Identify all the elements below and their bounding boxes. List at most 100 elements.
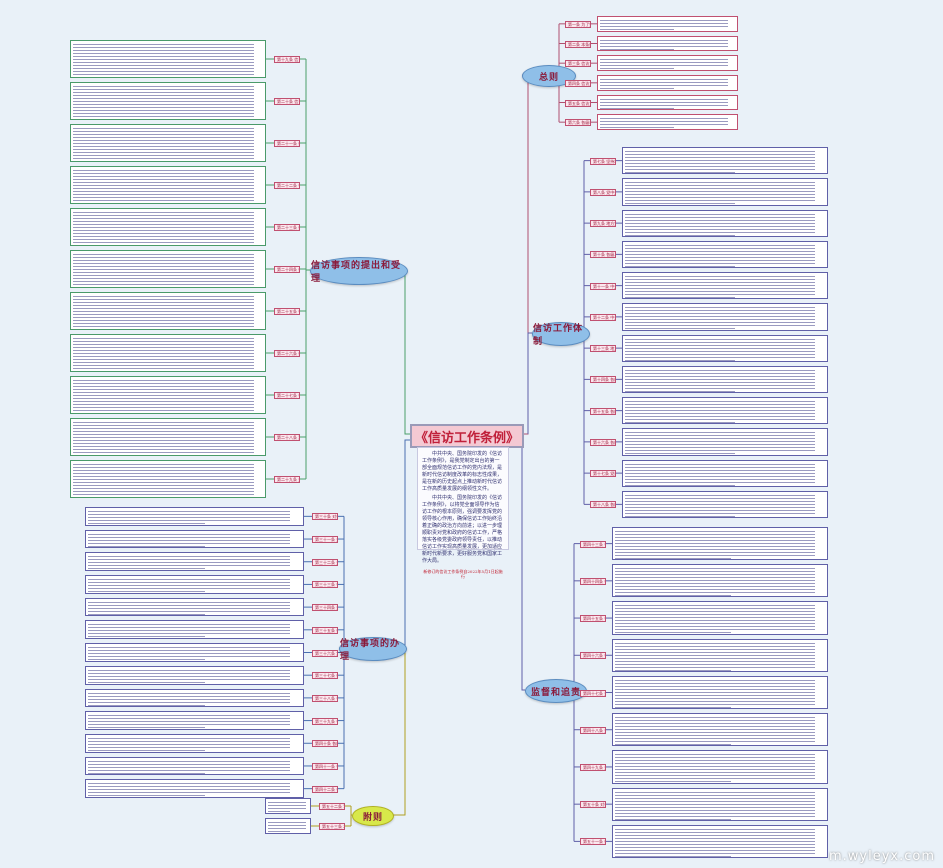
leaf-box bbox=[612, 824, 828, 858]
text-line bbox=[625, 347, 815, 349]
leaf-box bbox=[70, 376, 266, 414]
text-line bbox=[73, 236, 254, 237]
text-line bbox=[73, 317, 254, 318]
text-line bbox=[73, 320, 254, 321]
text-line bbox=[73, 113, 254, 114]
text-line bbox=[73, 155, 254, 156]
text-line bbox=[625, 441, 815, 443]
text-line bbox=[88, 698, 291, 700]
branch-node-handling[interactable]: 信访事项的办理 bbox=[339, 637, 407, 662]
leaf-tag: 第十七条 党委和政府信访部门以外的其他机关、单位 bbox=[590, 470, 616, 478]
text-line bbox=[73, 281, 254, 282]
text-line bbox=[73, 311, 254, 312]
text-line bbox=[615, 571, 815, 573]
text-line bbox=[615, 660, 815, 662]
text-line bbox=[73, 470, 254, 471]
text-line bbox=[73, 482, 254, 483]
text-line bbox=[73, 227, 254, 228]
text-line bbox=[615, 831, 815, 833]
text-line bbox=[73, 272, 254, 273]
text-line bbox=[615, 840, 815, 842]
leaf-tag: 第五十二条 军队信访工作按照中央军事委员会有关规定执行 bbox=[319, 803, 345, 810]
leaf-box bbox=[70, 82, 266, 120]
text-line bbox=[73, 56, 254, 57]
text-line bbox=[88, 789, 291, 791]
leaf-box bbox=[597, 55, 738, 71]
text-line bbox=[625, 475, 815, 477]
text-line bbox=[73, 350, 254, 351]
central-title: 《信访工作条例》 bbox=[410, 424, 524, 448]
leaf-tag: 第三条 信访工作是党的群众工作的重要组成部分 bbox=[565, 60, 591, 68]
text-line bbox=[625, 438, 815, 440]
text-line bbox=[88, 701, 291, 703]
leaf-tag: 第十一条 中央信访工作联席会议 bbox=[590, 282, 616, 290]
text-line bbox=[615, 617, 815, 619]
branch-node-supervision[interactable]: 监督和追责 bbox=[525, 679, 587, 703]
text-line bbox=[625, 472, 815, 474]
text-line bbox=[625, 322, 815, 324]
text-line bbox=[88, 724, 291, 726]
text-line bbox=[268, 822, 306, 823]
text-line bbox=[73, 128, 254, 129]
text-line bbox=[615, 586, 815, 588]
text-line bbox=[73, 479, 254, 480]
text-line bbox=[625, 166, 815, 167]
text-line bbox=[625, 350, 815, 352]
text-line bbox=[615, 642, 815, 644]
text-line bbox=[625, 432, 815, 434]
text-line bbox=[625, 512, 815, 514]
text-line bbox=[600, 79, 729, 80]
text-line bbox=[615, 540, 815, 541]
leaf-tag: 第九条 地方党委领导本地区信访工作 bbox=[590, 220, 616, 228]
text-line bbox=[73, 86, 254, 87]
text-line bbox=[88, 721, 291, 723]
branch-node-general[interactable]: 总则 bbox=[522, 65, 576, 87]
text-line bbox=[600, 62, 729, 64]
text-line bbox=[73, 158, 254, 159]
text-line bbox=[615, 648, 815, 650]
text-line bbox=[73, 77, 178, 78]
text-line bbox=[615, 543, 815, 544]
text-line bbox=[73, 287, 178, 288]
text-line bbox=[88, 613, 206, 615]
intro-paragraph-2: 中共中央、国务院印发的《信访工作条例》，以将党全面领导作为信访工作的根本原则，强… bbox=[422, 495, 503, 564]
text-line bbox=[625, 407, 815, 408]
text-line bbox=[73, 68, 254, 69]
text-line bbox=[88, 610, 291, 612]
leaf-box bbox=[597, 35, 738, 52]
text-line bbox=[625, 469, 815, 471]
text-line bbox=[600, 48, 675, 50]
text-line bbox=[615, 766, 815, 768]
leaf-box bbox=[612, 787, 828, 821]
text-line bbox=[615, 583, 815, 585]
text-line bbox=[625, 285, 815, 286]
text-line bbox=[615, 574, 815, 576]
branch-node-system[interactable]: 信访工作体制 bbox=[532, 322, 590, 347]
text-line bbox=[615, 651, 815, 653]
branch-node-supplementary[interactable]: 附则 bbox=[352, 806, 394, 826]
text-line bbox=[73, 437, 254, 438]
text-line bbox=[600, 68, 675, 70]
leaf-tag: 第五十三条 本条例自2022年5月1日起施行 bbox=[319, 823, 345, 830]
text-line bbox=[625, 244, 815, 246]
text-line bbox=[625, 372, 815, 374]
text-line bbox=[625, 228, 815, 230]
text-line bbox=[615, 809, 815, 811]
text-line bbox=[88, 559, 291, 561]
branch-node-submission[interactable]: 信访事项的提出和受理 bbox=[310, 257, 408, 285]
text-line bbox=[615, 732, 815, 734]
text-line bbox=[615, 694, 815, 696]
text-line bbox=[73, 173, 254, 174]
leaf-tag: 第二十条 信访人采用走访形式提出信访事项 bbox=[274, 98, 300, 105]
text-line bbox=[73, 74, 254, 75]
leaf-box bbox=[597, 114, 738, 130]
text-line bbox=[88, 647, 291, 649]
text-line bbox=[625, 344, 815, 346]
text-line bbox=[73, 71, 254, 72]
text-line bbox=[615, 852, 815, 854]
text-line bbox=[615, 577, 815, 579]
text-line bbox=[615, 726, 815, 728]
leaf-tag: 第四十三条 各级党委和政府信访部门对开展信访工作 bbox=[580, 540, 606, 548]
text-line bbox=[615, 549, 815, 550]
text-line bbox=[615, 778, 815, 780]
